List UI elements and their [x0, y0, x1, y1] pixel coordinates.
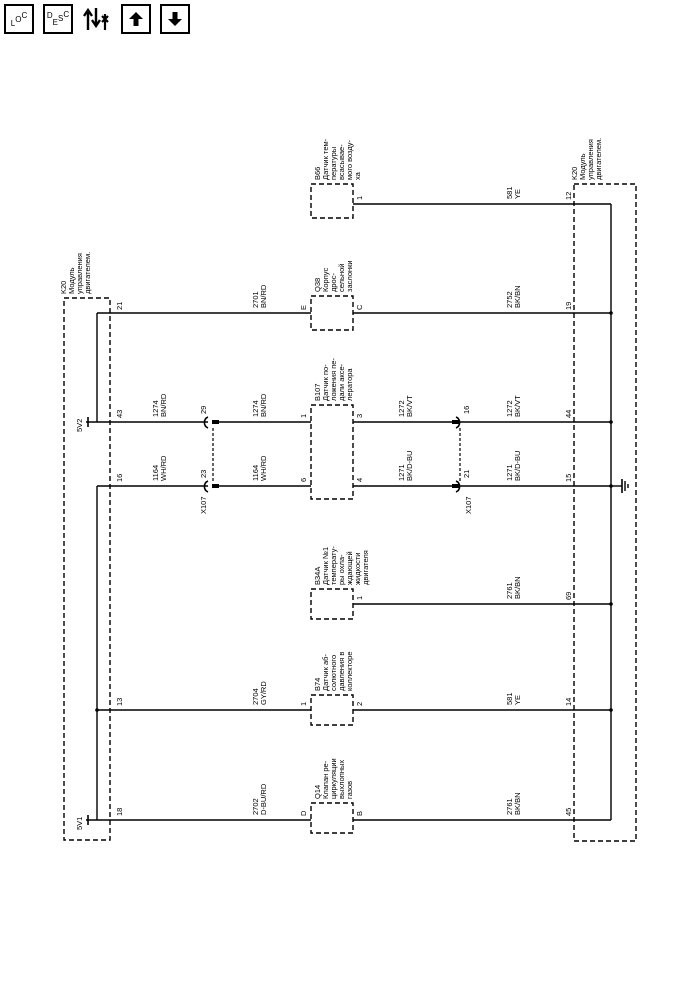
- wire-label-581-a: 581YE: [505, 186, 522, 199]
- pin-label: 14: [564, 698, 573, 706]
- x107-pin21-symbol: [455, 480, 461, 493]
- next-page-button[interactable]: [160, 4, 190, 34]
- wire-label-2702: 2702D-BU/RD: [251, 783, 268, 815]
- q38-label: Q38 Корпус дрос- сельной заслонки: [313, 260, 354, 292]
- pin-label: E: [299, 305, 308, 310]
- x107-pin29-symbol: [203, 416, 209, 429]
- pin-label: 6: [299, 478, 308, 482]
- arrow-up-icon: [129, 12, 143, 26]
- b107-label: B107 Датчик по- ложения пе- дали аксе- л…: [313, 356, 354, 401]
- loc-c: C: [21, 10, 28, 20]
- pin-label: D: [299, 810, 308, 816]
- wire-label-2761-a: 2761BK/BN: [505, 576, 522, 599]
- wire-label-1274-b: 1274BN/RD: [251, 393, 268, 417]
- wire-label-2752: 2752BK/BN: [505, 285, 522, 308]
- pin-label: 21: [115, 302, 124, 310]
- loc-o: O: [15, 14, 22, 24]
- wire-label-1271-a: 1271BK/D-BU: [397, 451, 414, 481]
- x107-pin23-symbol: [203, 480, 209, 493]
- b74-box: [310, 694, 354, 726]
- desc-c: C: [63, 9, 70, 19]
- wire-label-1274-a: 1274BN/RD: [151, 393, 168, 417]
- pin-label: 45: [564, 808, 573, 816]
- wire-label-1272-b: 1272BK/VT: [505, 395, 522, 417]
- pin-label: 1: [299, 702, 308, 706]
- pin-label: 29: [199, 406, 208, 414]
- 5v1-label: 5V1: [75, 817, 84, 830]
- wire-label-2701: 2701BN/RD: [251, 284, 268, 308]
- pin-label: 43: [115, 410, 124, 418]
- pin-label: 21: [462, 470, 471, 478]
- b107-box: [310, 404, 354, 500]
- x107-pin29-contact: [212, 420, 219, 424]
- q38-box: [310, 295, 354, 331]
- wire-label-1164-b: 1164WH/RD: [251, 455, 268, 481]
- pin-label: 3: [355, 414, 364, 418]
- left-ecm-box: [63, 297, 111, 841]
- wire-label-2761-b: 2761BK/BN: [505, 792, 522, 815]
- x107-right-label: X107: [464, 496, 473, 514]
- previous-page-button[interactable]: [121, 4, 151, 34]
- desc-s: S: [58, 13, 64, 23]
- wire-label-581-b: 581YE: [505, 692, 522, 705]
- x107-pin23-contact: [212, 484, 219, 488]
- connector-signal-icon: [83, 7, 109, 30]
- desc-e: E: [52, 17, 58, 27]
- left-module-title: K20 Модуль управления двигателем.: [59, 251, 92, 294]
- b66-box: [310, 183, 354, 219]
- pin-label: 69: [564, 592, 573, 600]
- desc-d: D: [46, 10, 53, 20]
- wire-label-1164-a: 1164WH/RD: [151, 455, 168, 481]
- b34a-box: [310, 588, 354, 620]
- b74-label: B74 Датчик аб- солютного давления в колл…: [313, 650, 354, 691]
- pin-label: 1: [355, 596, 364, 600]
- pin-label: C: [355, 304, 364, 310]
- pin-label: 2: [355, 702, 364, 706]
- pin-label: 16: [462, 406, 471, 414]
- q14-box: [310, 802, 354, 834]
- x107-left-label: X107: [199, 496, 208, 514]
- pin-label: B: [355, 811, 364, 816]
- arrow-down-icon: [168, 12, 182, 26]
- pin-label: 12: [564, 192, 573, 200]
- pin-label: 44: [564, 410, 573, 418]
- loc-l: L: [10, 18, 16, 28]
- connector-views-button[interactable]: [82, 4, 112, 34]
- right-ecm-box: [573, 183, 637, 842]
- 5v2-label: 5V2: [75, 419, 84, 432]
- pin-label: 4: [355, 478, 364, 482]
- x107-pin16-symbol: [455, 416, 461, 429]
- pin-label: 13: [115, 698, 124, 706]
- pin-label: 23: [199, 470, 208, 478]
- pin-label: 1: [355, 196, 364, 200]
- b34a-label: B34A Датчик №1 температу- ры охла- ждающ…: [313, 544, 370, 585]
- pin-label: 15: [564, 474, 573, 482]
- wire-label-1272-a: 1272BK/VT: [397, 395, 414, 417]
- pin-label: 19: [564, 302, 573, 310]
- pin-label: 1: [299, 414, 308, 418]
- q14-label: Q14 Клапан ре- циркуляции выхлопных газо…: [313, 756, 354, 799]
- pin-label: 16: [115, 474, 124, 482]
- wire-label-2704: 2704GY/RD: [251, 681, 268, 705]
- b66-label: B66 Датчик тем- пературы всасывае- мого …: [313, 137, 362, 180]
- pin-label: 18: [115, 808, 124, 816]
- wire-label-1271-b: 1271BK/D-BU: [505, 451, 522, 481]
- right-module-title: K20 Модуль управления двигателем.: [570, 137, 603, 180]
